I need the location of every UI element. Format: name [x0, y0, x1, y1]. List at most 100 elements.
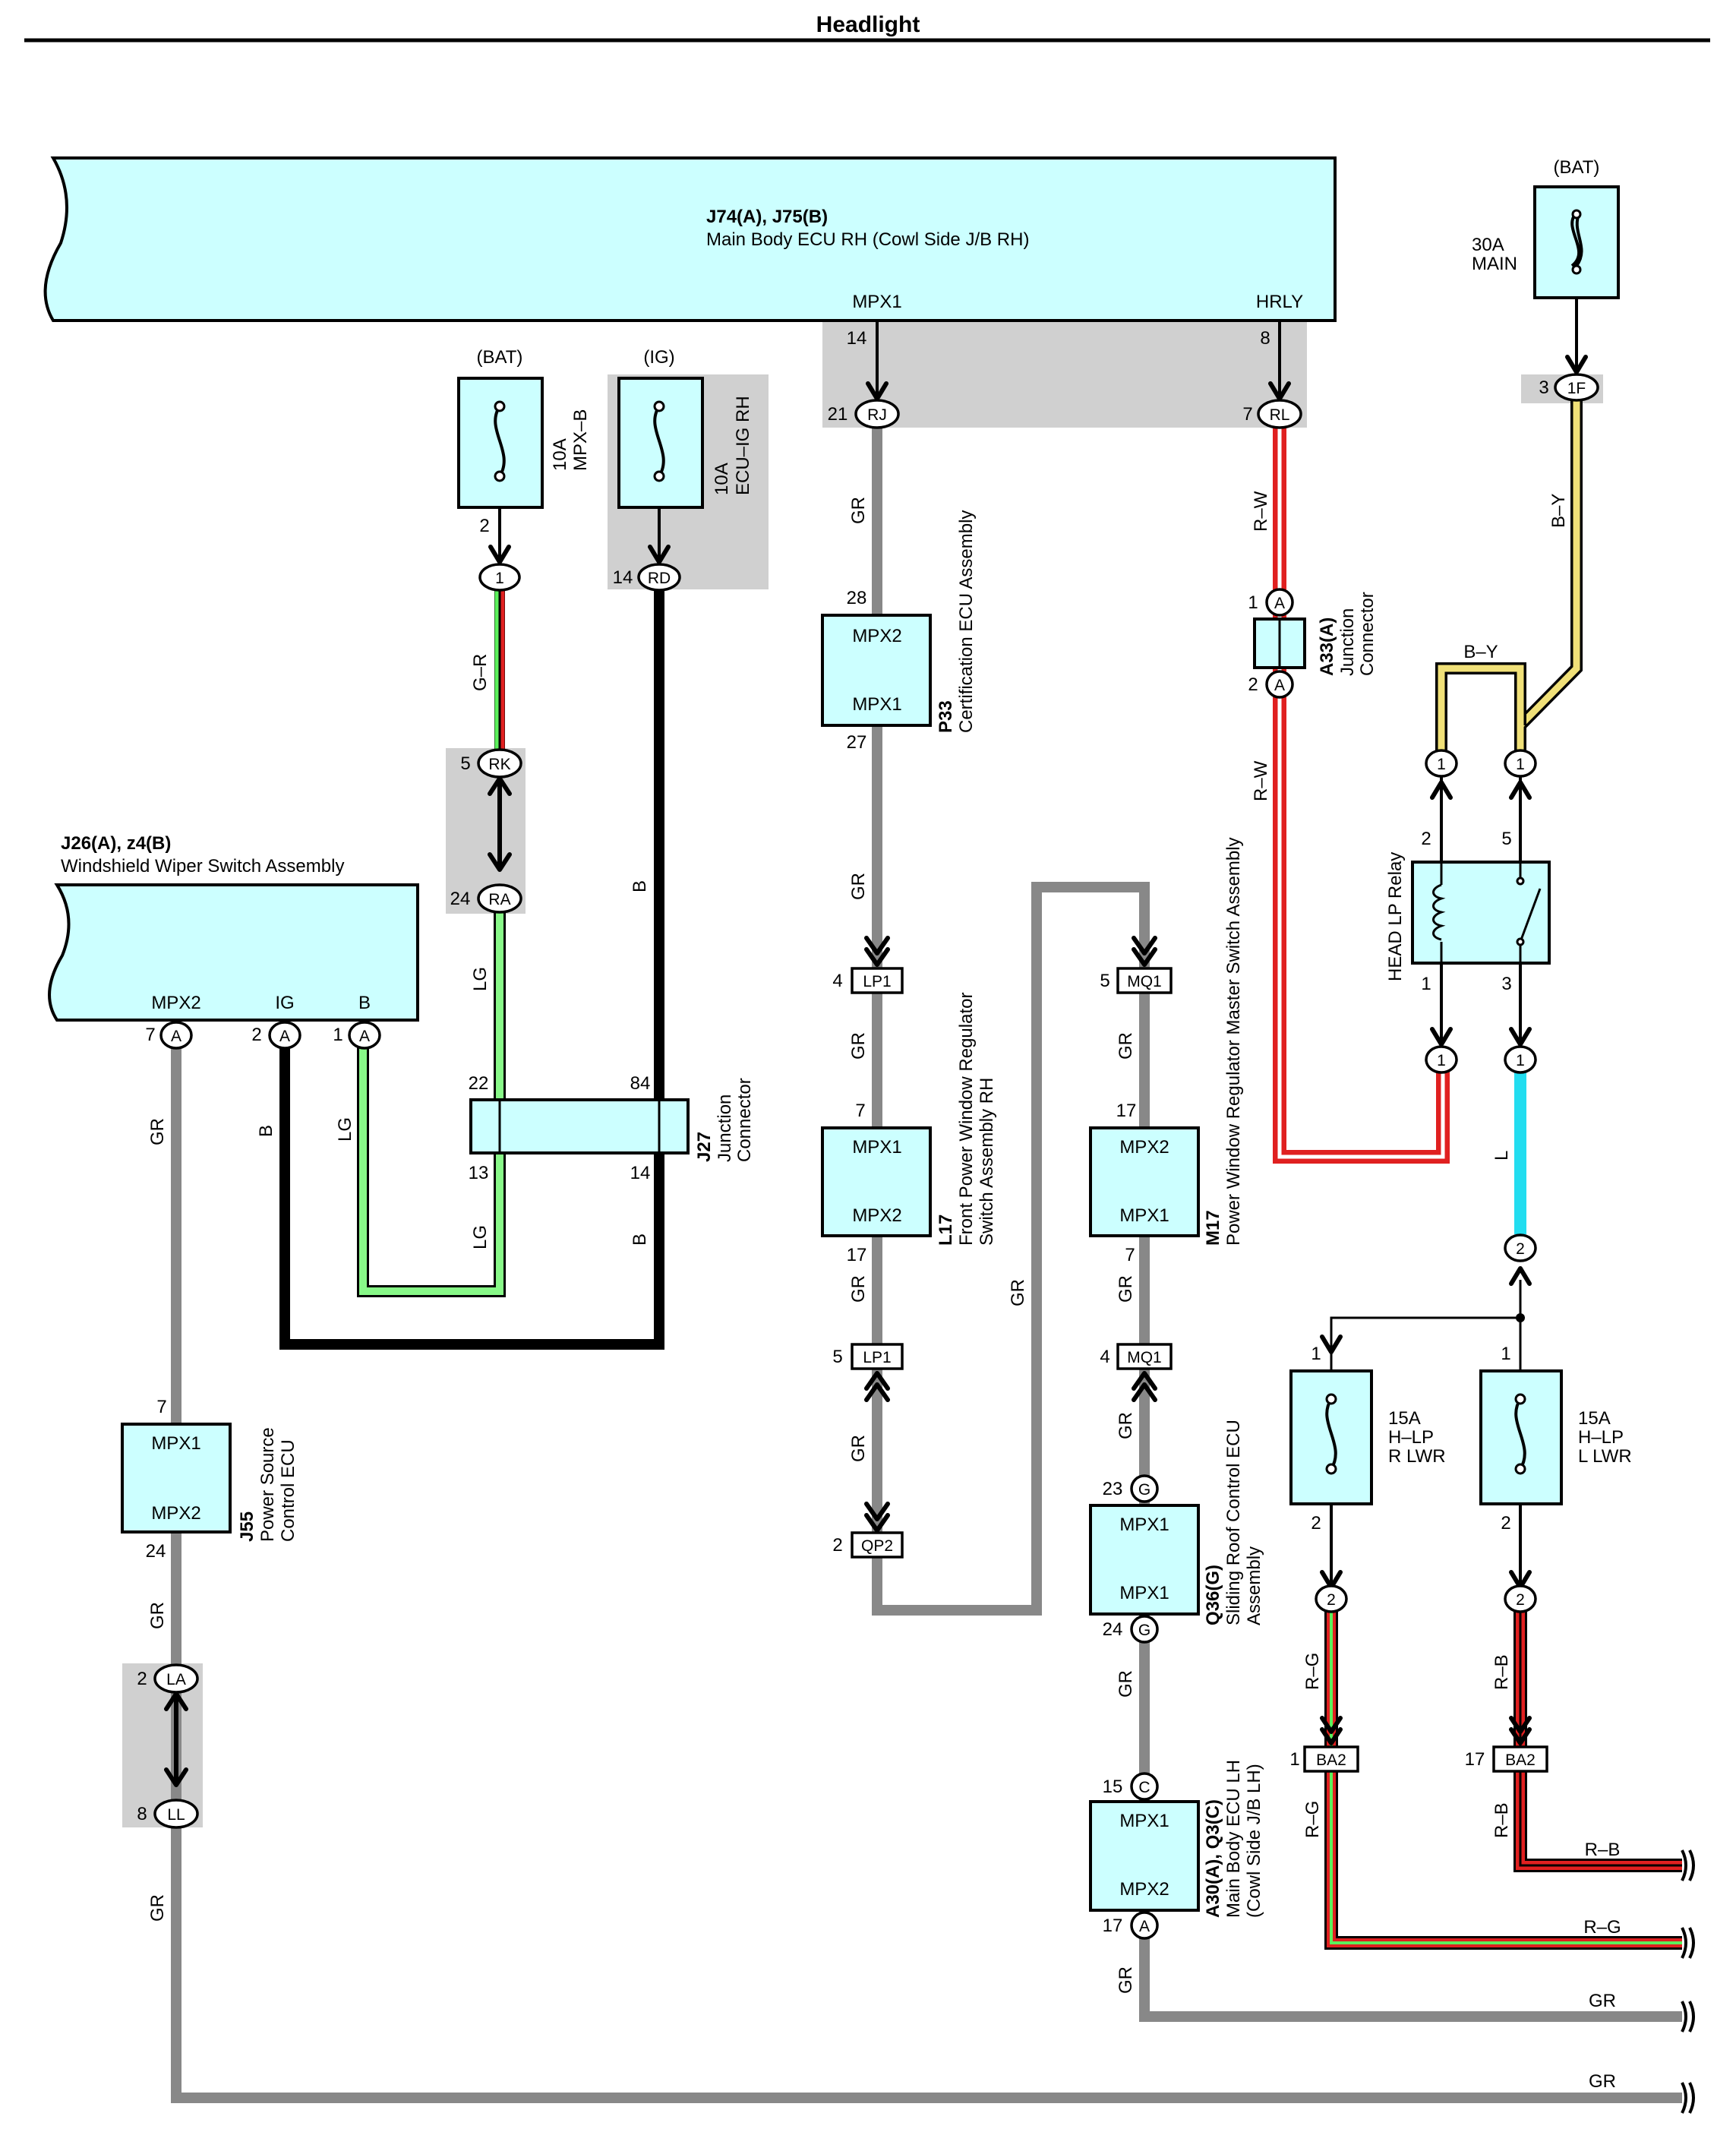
arrow-qp2: [864, 1502, 890, 1533]
cert-ecu-name: Certification ECU Assembly: [956, 510, 977, 733]
wiper-term-b: B: [358, 993, 371, 1013]
power-ecu-p2: 24: [146, 1541, 166, 1562]
svg-text:LL: LL: [167, 1806, 185, 1824]
svg-text:RJ: RJ: [867, 406, 887, 424]
wire-r-g: [1324, 1610, 1682, 1950]
svg-text:1: 1: [1437, 756, 1446, 773]
svg-text:R–B: R–B: [1491, 1654, 1512, 1690]
fuse-main-source: (BAT): [1554, 157, 1600, 178]
wiper-term-ig: IG: [275, 993, 294, 1013]
svg-text:R–G: R–G: [1302, 1801, 1323, 1838]
svg-text:LA: LA: [166, 1671, 186, 1688]
j27-pin-13: 13: [469, 1163, 489, 1183]
connector-a-17: A 17: [1103, 1911, 1159, 1940]
svg-text:2: 2: [1516, 1591, 1525, 1609]
svg-text:17: 17: [1103, 1916, 1123, 1936]
svg-text:14: 14: [613, 567, 633, 588]
svg-text:1: 1: [1437, 1052, 1446, 1069]
relay-name: HEAD LP Relay: [1385, 852, 1406, 981]
wiper-pin-2: 2: [251, 1025, 261, 1045]
arrow-1f: [1565, 355, 1588, 374]
svg-text:LG: LG: [470, 967, 491, 991]
relay-connector-bottom-right: 1: [1504, 1045, 1537, 1074]
svg-text:8: 8: [137, 1804, 147, 1824]
svg-text:5: 5: [460, 753, 470, 774]
arrow-lp1-5: [864, 1371, 890, 1402]
connector-a33-2: A 2: [1248, 670, 1294, 699]
fuse-ecuig-name: ECU–IG RH: [733, 396, 753, 495]
sliding-roof-box: [1089, 1504, 1200, 1616]
wire-b: [279, 576, 664, 1350]
power-ecu-id: J55: [237, 1511, 257, 1542]
fuse-r-lwr-rating: 15A: [1388, 1408, 1421, 1429]
connector-la: LA 2: [137, 1663, 199, 1694]
connector-g-23: G 23: [1103, 1474, 1159, 1503]
cert-ecu-t1: MPX2: [852, 626, 901, 646]
wire-r-b: [1513, 1610, 1682, 1872]
fuse-mpxb-icon: [494, 405, 506, 478]
relay-coil-icon: [1432, 862, 1446, 963]
j27-name1: Junction: [715, 1094, 735, 1162]
svg-text:GR: GR: [848, 1275, 869, 1303]
fuse-l-lwr-name1: H–LP: [1578, 1427, 1624, 1448]
svg-text:1F: 1F: [1567, 380, 1586, 397]
svg-text:R–W: R–W: [1251, 760, 1271, 801]
svg-text:B–Y: B–Y: [1463, 642, 1498, 662]
arrow-lp1-4: [864, 936, 890, 967]
connector-1-mpxb: 1: [478, 563, 521, 592]
arrow-rk-ra: [488, 776, 512, 872]
main-ecu-lh-t2: MPX2: [1119, 1879, 1169, 1900]
j27-pin-22: 22: [469, 1073, 489, 1094]
power-ecu-name1: Power Source: [257, 1427, 278, 1542]
svg-text:A: A: [359, 1028, 370, 1045]
sliding-roof-t2: MPX1: [1119, 1583, 1169, 1603]
svg-text:A: A: [171, 1028, 181, 1045]
svg-text:LP1: LP1: [863, 1349, 891, 1366]
svg-text:2: 2: [1327, 1591, 1336, 1609]
svg-text:2: 2: [832, 1535, 842, 1556]
cert-ecu-id: P33: [936, 700, 956, 733]
connector-rk: RK 5: [460, 748, 522, 779]
sliding-roof-t1: MPX1: [1119, 1515, 1169, 1535]
svg-text:GR: GR: [1116, 1412, 1136, 1439]
relay-pin-1: 1: [1421, 974, 1431, 994]
svg-text:GR: GR: [1116, 1032, 1136, 1060]
arrow-relay-out: [1430, 1027, 1532, 1047]
svg-text:RD: RD: [648, 570, 671, 587]
svg-text:24: 24: [450, 889, 471, 909]
wiper-pin-7: 7: [145, 1025, 155, 1045]
fuse-l-lwr-p2: 2: [1501, 1513, 1510, 1533]
svg-text:LG: LG: [470, 1225, 491, 1249]
main-ecu-lh-box: [1089, 1800, 1200, 1912]
master-pw-id: M17: [1203, 1210, 1223, 1246]
wire-b-y: [1435, 391, 1583, 763]
head-lp-relay-box: [1411, 861, 1551, 965]
j27-pin-84: 84: [630, 1073, 651, 1094]
main-body-ecu-rh-box: [43, 156, 1337, 322]
arrow-rl: [1268, 381, 1291, 401]
connector-rd: RD 14: [613, 563, 681, 592]
svg-text:2: 2: [137, 1669, 147, 1689]
arrow-fuse-in: [1320, 1335, 1343, 1354]
page-title: Headlight: [816, 12, 920, 37]
svg-text:7: 7: [1242, 404, 1252, 425]
cert-ecu-p2: 27: [847, 732, 867, 753]
svg-text:GR: GR: [848, 497, 869, 524]
connector-c-15: C 15: [1103, 1772, 1159, 1801]
svg-text:2: 2: [1516, 1240, 1525, 1258]
svg-text:MQ1: MQ1: [1127, 973, 1162, 990]
svg-text:BA2: BA2: [1316, 1751, 1346, 1769]
svg-text:A: A: [1274, 677, 1285, 694]
master-pw-box: [1089, 1126, 1200, 1237]
connector-ba2-17: BA2 17: [1465, 1745, 1548, 1773]
svg-text:QP2: QP2: [861, 1537, 893, 1555]
relay-pin-3: 3: [1501, 974, 1511, 994]
connector-qp2: QP2 2: [832, 1531, 904, 1559]
connector-lp1-5: LP1 5: [832, 1343, 904, 1370]
svg-text:RL: RL: [1270, 406, 1290, 424]
svg-text:23: 23: [1103, 1479, 1123, 1499]
fuse-ecuig-label: 10A: [712, 463, 732, 495]
fuse-mpxb-source: (BAT): [477, 347, 523, 368]
fuse-l-lwr-icon: [1514, 1398, 1526, 1470]
arrow-mpxb: [488, 545, 511, 564]
